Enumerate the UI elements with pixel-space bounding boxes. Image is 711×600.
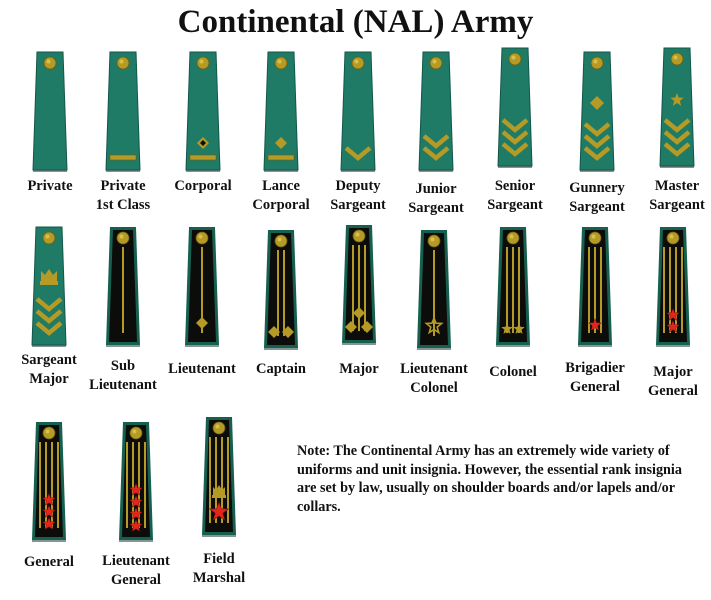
rank-label: Private 1st Class xyxy=(95,178,151,213)
shoulder-board xyxy=(338,223,380,347)
shoulder-board xyxy=(415,50,457,174)
rank-label: Brigadier General xyxy=(565,360,625,395)
page-title: Continental (NAL) Army xyxy=(177,4,534,40)
rank-label: Sargeant Major xyxy=(21,352,77,387)
shoulder-board-graphic xyxy=(32,422,66,542)
shoulder-board xyxy=(260,228,302,352)
rank-label: Lieutenant xyxy=(168,361,236,377)
rank-label: Major General xyxy=(648,364,698,399)
shoulder-board-graphic xyxy=(185,51,221,172)
rank-label: Captain xyxy=(256,361,306,377)
rank-label: Deputy Sargeant xyxy=(330,178,386,213)
shoulder-board xyxy=(492,225,534,349)
shoulder-board xyxy=(260,50,302,174)
shoulder-board-graphic xyxy=(656,227,690,347)
shoulder-board xyxy=(29,50,71,174)
rank-label: Senior Sargeant xyxy=(487,178,543,213)
shoulder-board xyxy=(574,225,616,349)
shoulder-board-graphic xyxy=(497,47,533,168)
rank-label: Lance Corporal xyxy=(252,178,310,213)
shoulder-board-graphic xyxy=(496,227,530,347)
shoulder-board-graphic xyxy=(264,230,298,350)
shoulder-board-graphic xyxy=(105,51,141,172)
rank-label: Field Marshal xyxy=(192,551,246,586)
shoulder-board-graphic xyxy=(202,417,236,537)
shoulder-board xyxy=(337,50,379,174)
rank-label: Master Sargeant xyxy=(649,178,705,213)
shoulder-board xyxy=(181,225,223,349)
shoulder-board xyxy=(198,415,240,539)
shoulder-board-graphic xyxy=(119,422,153,542)
shoulder-board-graphic xyxy=(579,51,615,172)
shoulder-board-graphic xyxy=(578,227,612,347)
shoulder-board-graphic xyxy=(340,51,376,172)
rank-label: Colonel xyxy=(489,364,537,380)
shoulder-board xyxy=(115,420,157,544)
shoulder-board-graphic xyxy=(185,227,219,347)
shoulder-board-graphic xyxy=(417,230,451,350)
shoulder-board xyxy=(28,420,70,544)
rank-label: Major xyxy=(339,361,379,377)
shoulder-board-graphic xyxy=(106,227,140,347)
shoulder-board xyxy=(413,228,455,352)
rank-label: Junior Sargeant xyxy=(408,181,464,216)
shoulder-board xyxy=(102,225,144,349)
shoulder-board xyxy=(494,46,536,170)
rank-label: Sub Lieutenant xyxy=(89,358,157,393)
shoulder-board-graphic xyxy=(342,225,376,345)
note-text: Note: The Continental Army has an extrem… xyxy=(297,443,682,515)
shoulder-board xyxy=(182,50,224,174)
shoulder-board-graphic xyxy=(31,226,67,347)
shoulder-board-graphic xyxy=(263,51,299,172)
shoulder-board xyxy=(102,50,144,174)
shoulder-board-graphic xyxy=(659,47,695,168)
shoulder-board xyxy=(656,46,698,170)
shoulder-board xyxy=(652,225,694,349)
rank-label: Corporal xyxy=(174,178,232,194)
shoulder-board-graphic xyxy=(418,51,454,172)
rank-label: Gunnery Sargeant xyxy=(569,180,625,215)
rank-label: Private xyxy=(27,178,73,194)
shoulder-board-graphic xyxy=(32,51,68,172)
rank-label: General xyxy=(24,554,74,570)
shoulder-board xyxy=(576,50,618,174)
rank-label: Lieutenant Colonel xyxy=(400,361,468,396)
rank-label: Lieutenant General xyxy=(102,553,170,588)
shoulder-board xyxy=(28,225,70,349)
